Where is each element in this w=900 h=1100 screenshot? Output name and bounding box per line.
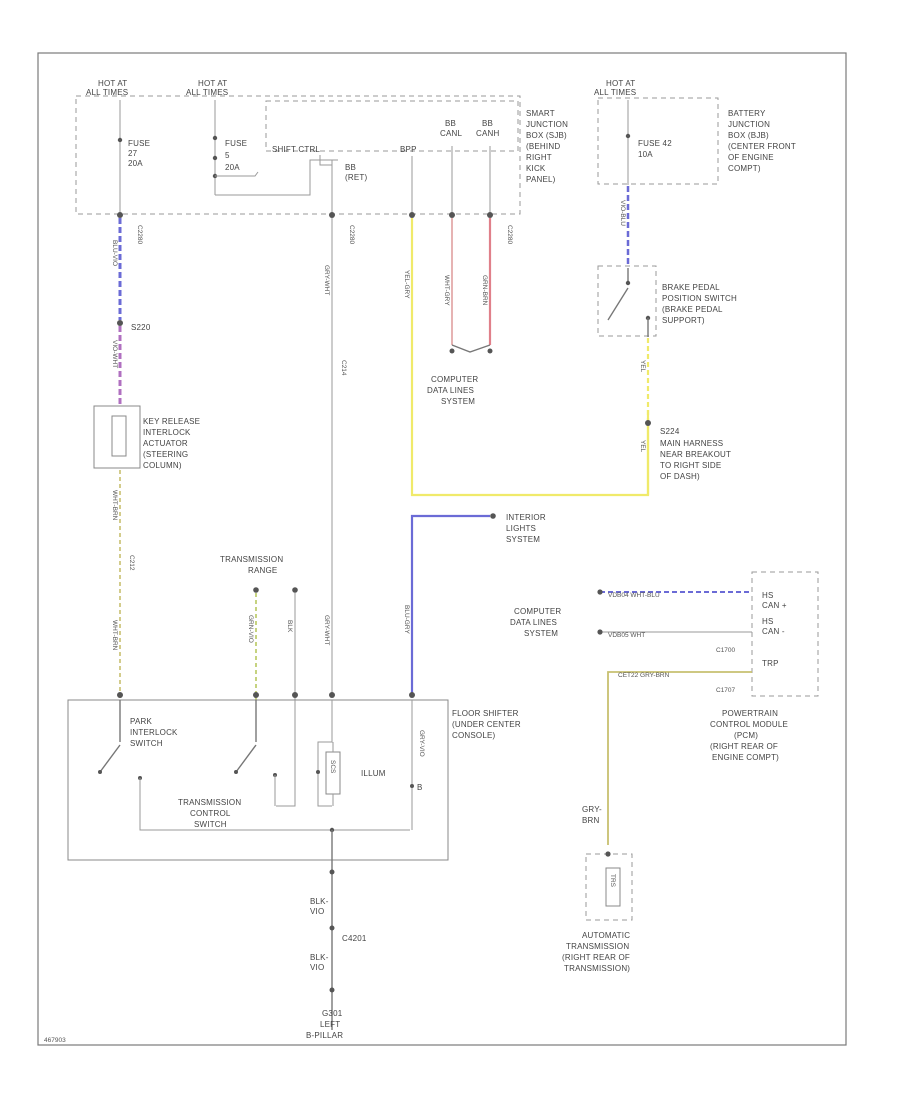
wire-label-yel: YEL <box>639 360 646 373</box>
wire-label-yel-gry: YEL-GRY <box>403 270 410 299</box>
wire-label-gry-vio: GRY-VIO <box>418 730 425 757</box>
wire-cet22 <box>607 671 752 845</box>
floor-shifter-box <box>67 699 449 861</box>
diagram-id: 467903 <box>44 1037 66 1044</box>
wire-label-grn-vio: GRN-VIO <box>247 615 254 643</box>
pcm-box <box>751 571 819 697</box>
connector-c212: C212 <box>128 555 135 571</box>
illum-label: ILLUM <box>361 769 386 778</box>
trs-sensor <box>605 867 621 907</box>
scs-label: SCS <box>329 760 336 774</box>
connector-c2280-a: C2280 <box>136 225 143 245</box>
actuator-coil <box>111 415 127 457</box>
wire-label-cet22: CET22 GRY-BRN <box>618 672 670 679</box>
splice-s224-label: S224 <box>660 427 680 436</box>
wire-label-vdb04: VDB04 WHT-BLU <box>608 592 660 599</box>
connector-c1700: C1700 <box>716 647 736 654</box>
sjb-inner-box <box>265 100 519 152</box>
bpp-label: BPP <box>400 145 417 154</box>
wire-label-wht-brn-2: WHT-BRN <box>111 620 118 651</box>
wire-label-blk: BLK <box>286 620 293 633</box>
connector-c2280-c: C2280 <box>506 225 513 245</box>
trs-label: TRS <box>609 874 616 888</box>
connector-c214: C214 <box>340 360 347 376</box>
wire-label-yel-2: YEL <box>639 440 646 453</box>
wire-label-gry-brn: GRY-BRN <box>582 805 602 825</box>
brake-pedal-switch-box <box>597 265 657 337</box>
wire-blu-gry <box>410 514 490 695</box>
wire-label-blk-vio-1: BLK-VIO <box>310 897 329 916</box>
wire-label-vdb05: VDB05 WHT <box>608 632 645 639</box>
b-pin-label: B <box>417 783 423 792</box>
battery-junction-box <box>597 97 719 185</box>
wire-label-wht-brn: WHT-BRN <box>111 490 118 521</box>
wire-label-grn-brn: GRN-BRN <box>481 275 488 306</box>
splice-s220-label: S220 <box>131 323 151 332</box>
wire-label-gry-wht-2: GRY-WHT <box>323 615 330 645</box>
key-release-actuator <box>93 405 141 469</box>
smart-junction-box <box>75 95 521 215</box>
wire-label-gry-wht: GRY-WHT <box>323 265 330 295</box>
wire-label-blu-vio: BLU-VIO <box>111 240 118 266</box>
wire-label-vio-wht: VIO-WHT <box>111 340 118 368</box>
diagram-frame <box>37 52 847 1046</box>
bb-ret-label: BB(RET) <box>345 163 367 182</box>
wire-label-blk-vio-2: BLK-VIO <box>310 953 329 972</box>
connector-c1707: C1707 <box>716 687 736 694</box>
connector-c4201: C4201 <box>342 934 367 943</box>
wire-label-vio-blu: VIO-BLU <box>619 200 626 226</box>
shift-ctrl-label: SHIFT CTRL <box>272 145 320 154</box>
wire-label-wht-gry: WHT-GRY <box>443 275 450 306</box>
wire-yel-gry <box>410 218 650 497</box>
automatic-transmission-box <box>585 853 633 921</box>
connector-c2280-b: C2280 <box>348 225 355 245</box>
wire-label-blu-gry: BLU-GRY <box>403 605 410 634</box>
